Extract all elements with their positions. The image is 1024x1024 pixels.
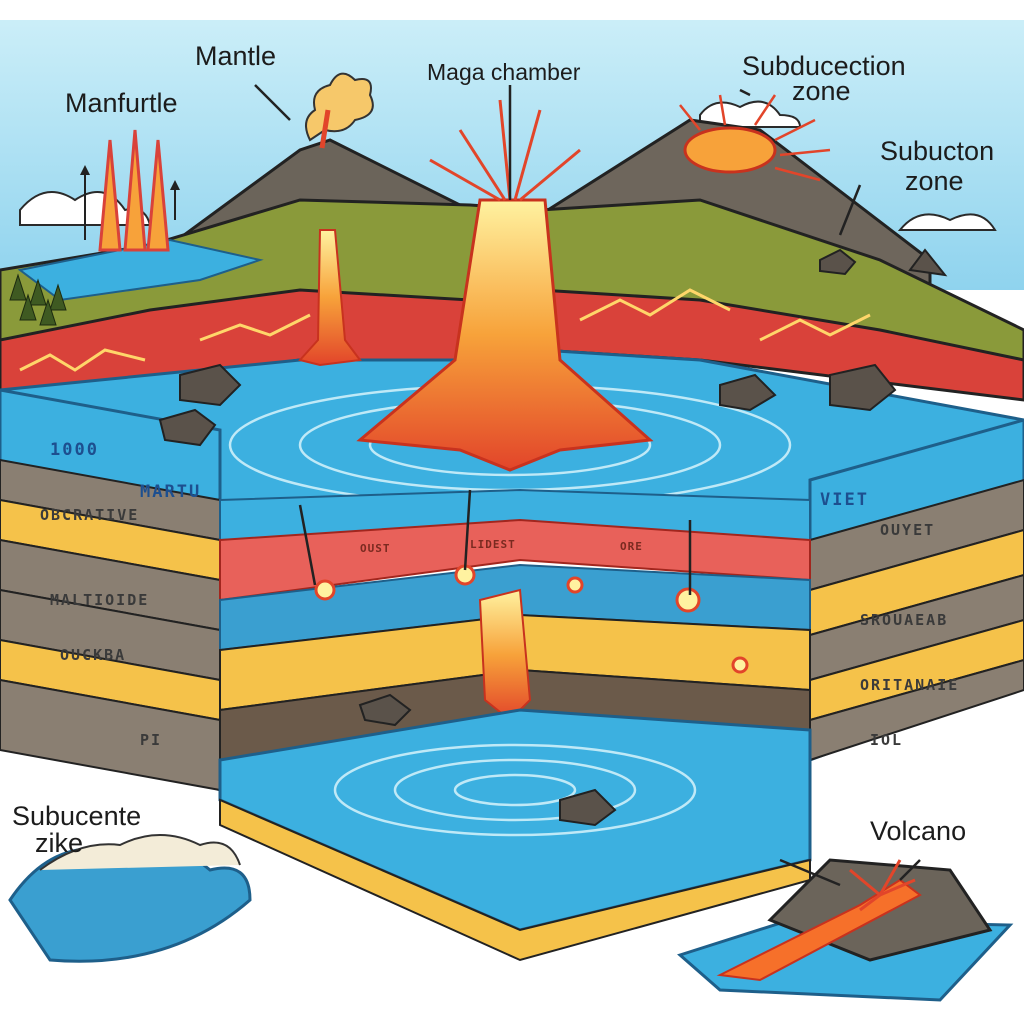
magma-bubbles xyxy=(314,564,749,674)
label-mantle-top: Mantle xyxy=(195,41,276,71)
label-subduction-top-1: Subducection xyxy=(742,51,906,81)
label-maga-chamber: Maga chamber xyxy=(427,59,581,85)
left-geyser-spikes xyxy=(98,129,170,252)
right-side-face xyxy=(808,418,1024,763)
right-face-label-3: SROUAEAB xyxy=(860,611,948,629)
leader-lines xyxy=(254,84,921,887)
right-crater-rays xyxy=(679,94,831,182)
bottom-right-burst xyxy=(849,859,916,912)
arrow-1-head xyxy=(80,165,90,175)
left-side-face xyxy=(0,388,222,793)
label-manfurtle: Manfurtle xyxy=(65,88,178,118)
floor-swirls xyxy=(333,743,697,837)
inner-label-a: OUST xyxy=(360,542,391,555)
rocks xyxy=(158,248,948,827)
left-face-label-4: MALTIOIDE xyxy=(50,591,149,609)
inner-label-b: LIDEST xyxy=(470,538,516,551)
right-face-label-4: ORITANAIE xyxy=(860,676,959,694)
label-subduction-top-2: zone xyxy=(792,76,851,106)
inner-label-c: ORE xyxy=(620,540,643,553)
magma-spray xyxy=(429,99,581,202)
label-subducton-1: Subucton xyxy=(880,136,994,166)
label-subucente-1: Subucente xyxy=(12,801,141,831)
magma-conduit xyxy=(356,198,654,472)
left-face-label-2: MARTU xyxy=(140,482,201,502)
lower-lava-plume xyxy=(478,588,532,722)
right-face-label-5: IOL xyxy=(870,731,903,749)
label-subucente-2: zike xyxy=(35,828,83,858)
left-trees xyxy=(9,273,67,326)
label-subducton-2: zone xyxy=(905,166,964,196)
left-face-label-1: 1000 xyxy=(50,440,99,460)
left-face-label-3: OBCRATIVE xyxy=(40,506,139,524)
arrow-2-head xyxy=(170,180,180,190)
left-lava-dike xyxy=(298,229,362,367)
label-volcano: Volcano xyxy=(870,816,966,846)
left-face-label-5: OUCKBA xyxy=(60,646,126,664)
bottom-right-lava-stream xyxy=(716,878,922,982)
left-face-label-6: PI xyxy=(140,731,162,749)
left-eruption-plume xyxy=(305,72,374,149)
right-crater-lava xyxy=(683,126,777,174)
right-face-label-1: VIET xyxy=(820,490,869,510)
right-face-label-2: OUYET xyxy=(880,521,935,539)
